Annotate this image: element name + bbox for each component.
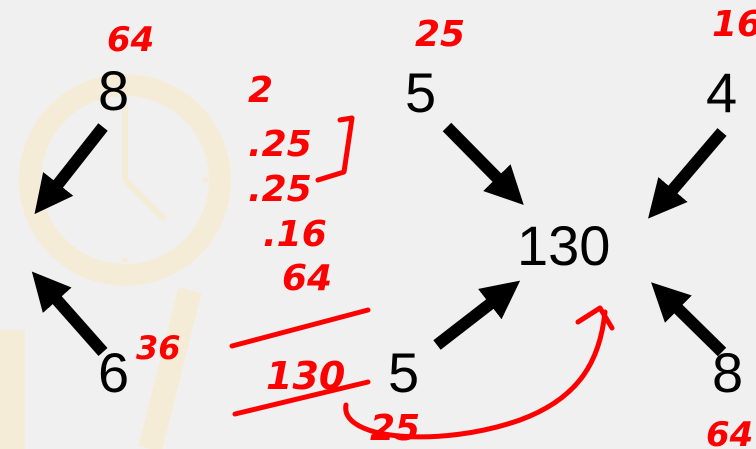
sum-line-bottom: [232, 379, 371, 417]
arrow-bottom-right-to-center: [651, 282, 727, 357]
square-bottom-right: 64: [706, 415, 753, 449]
sum-value-3: .16: [263, 214, 327, 255]
node-top-right: 4: [706, 61, 737, 124]
sum-value-4: 64: [282, 258, 332, 299]
arrow-top-middle-to-center: [442, 122, 524, 205]
node-top-left: 8: [98, 59, 129, 122]
arrow-top-left-to-left: [34, 123, 108, 215]
node-center: 130: [517, 214, 610, 277]
sum-header: 2: [248, 70, 273, 111]
sum-value-1: .25: [248, 124, 312, 165]
square-bottom-middle: 25: [370, 408, 420, 449]
curved-arrow-head: [575, 305, 615, 331]
node-bottom-middle: 5: [388, 341, 419, 404]
curved-arrow: [343, 309, 608, 440]
watermark-clock-icon: [0, 74, 231, 449]
square-bottom-left: 36: [136, 329, 181, 367]
sum-column: 2 .25 .25 .16 64 130: [229, 70, 371, 417]
bracket-mark: [315, 115, 355, 183]
node-top-middle: 5: [405, 61, 436, 124]
arrow-bottom-middle-to-center: [433, 280, 521, 350]
arrow-bottom-left-to-left: [31, 271, 108, 356]
square-top-right: 16: [712, 4, 756, 45]
sum-line-top: [229, 307, 371, 349]
sum-value-2: .25: [248, 169, 312, 210]
square-top-left: 64: [107, 20, 154, 60]
square-top-middle: 25: [415, 14, 465, 55]
arrow-top-right-to-center: [648, 128, 727, 219]
